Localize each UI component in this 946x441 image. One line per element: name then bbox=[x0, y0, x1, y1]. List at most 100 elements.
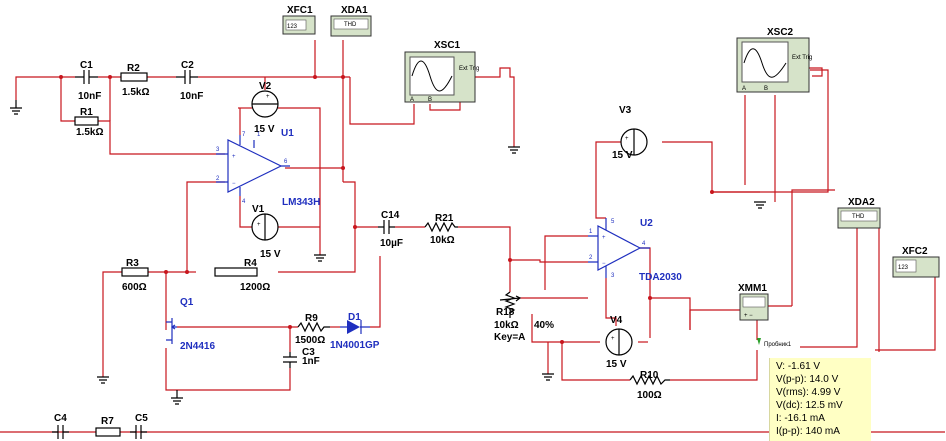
resistor-r2[interactable]: R2 1.5kΩ bbox=[120, 63, 149, 98]
c1-value: 10nF bbox=[78, 91, 101, 102]
r21-value: 10kΩ bbox=[430, 235, 455, 246]
probe-reading: V(dc): 12.5 mV bbox=[776, 400, 843, 411]
v2-value: 15 V bbox=[254, 124, 275, 135]
r1-ref: R1 bbox=[80, 107, 93, 118]
svg-text:+: + bbox=[602, 235, 606, 241]
r10-ref: R10 bbox=[640, 370, 659, 381]
r2-value: 1.5kΩ bbox=[122, 87, 149, 98]
c1-ref: C1 bbox=[80, 60, 93, 71]
r18-key: Key=A bbox=[494, 332, 525, 343]
r1-value: 1.5kΩ bbox=[76, 127, 103, 138]
svg-text:+: + bbox=[257, 222, 261, 228]
svg-text:7: 7 bbox=[242, 132, 246, 138]
frequency-counter-xfc2[interactable]: 123 XFC2 bbox=[892, 246, 940, 278]
c2-ref: C2 bbox=[181, 60, 194, 71]
svg-text:+ −: + − bbox=[744, 313, 753, 319]
r7-ref: R7 bbox=[101, 416, 114, 427]
multimeter-xmm1[interactable]: + − XMM1 bbox=[738, 283, 769, 321]
capacitor-c14[interactable]: C14 10µF bbox=[378, 210, 403, 249]
c14-ref: C14 bbox=[381, 210, 400, 221]
d1-part: 1N4001GP bbox=[330, 340, 380, 351]
v4-value: 15 V bbox=[606, 359, 627, 370]
junction-dots bbox=[59, 75, 714, 344]
resistor-r21[interactable]: R21 10kΩ bbox=[424, 213, 458, 246]
svg-text:4: 4 bbox=[642, 241, 646, 247]
ground-symbol bbox=[508, 146, 520, 154]
ground-symbols bbox=[10, 100, 766, 405]
resistor-r10[interactable]: R10 100Ω bbox=[629, 370, 670, 401]
voltage-source-v1[interactable]: + V1 15 V bbox=[251, 204, 281, 260]
c4-ref: C4 bbox=[54, 413, 67, 424]
u2-ref: U2 bbox=[640, 218, 653, 229]
r3-ref: R3 bbox=[126, 258, 139, 269]
diode-d1[interactable]: D1 1N4001GP bbox=[330, 312, 380, 351]
xfc2-display: 123 bbox=[898, 265, 909, 271]
distortion-analyzer-xda1[interactable]: THD XDA1 bbox=[330, 5, 372, 37]
r18-percent: 40% bbox=[534, 320, 554, 331]
q1-ref: Q1 bbox=[180, 297, 194, 308]
xda1-ref: XDA1 bbox=[341, 5, 368, 16]
capacitor-c1[interactable]: C1 10nF bbox=[75, 60, 101, 102]
distortion-analyzer-xda2[interactable]: THD XDA2 bbox=[837, 197, 881, 229]
v1-value: 15 V bbox=[260, 249, 281, 260]
oscilloscope-xsc2[interactable]: Ext Trig A B XSC2 bbox=[736, 27, 812, 93]
opamp-u1[interactable]: + − 3 2 7 4 1 6 U1 LM343H bbox=[216, 128, 320, 208]
capacitor-c4[interactable]: C4 bbox=[52, 413, 69, 439]
r18-value: 10kΩ bbox=[494, 320, 519, 331]
xsc2-ch-a: A bbox=[742, 86, 746, 92]
opamp-u2[interactable]: + − 1 2 3 4 5 U2 TDA2030 bbox=[588, 218, 682, 283]
xda1-face: THD bbox=[344, 22, 357, 28]
v1-ref: V1 bbox=[252, 204, 265, 215]
frequency-counter-xfc1[interactable]: 123 XFC1 bbox=[282, 5, 316, 35]
resistor-r4[interactable]: R4 1200Ω bbox=[214, 258, 270, 293]
r18-ref: R18 bbox=[496, 307, 515, 318]
xsc2-ext-trig: Ext Trig bbox=[792, 55, 812, 61]
ground-symbol bbox=[171, 390, 183, 405]
v4-ref: V4 bbox=[610, 315, 623, 326]
svg-text:−: − bbox=[232, 181, 236, 187]
resistor-r3[interactable]: R3 600Ω bbox=[121, 258, 149, 293]
svg-text:+: + bbox=[266, 94, 270, 100]
c3-ref: C3 bbox=[302, 347, 315, 358]
voltage-source-v2[interactable]: + V2 15 V bbox=[251, 81, 279, 135]
r9-ref: R9 bbox=[305, 313, 318, 324]
svg-text:1: 1 bbox=[257, 132, 261, 138]
probe-reading: I: -16.1 mA bbox=[776, 413, 825, 424]
capacitor-c2[interactable]: C2 10nF bbox=[176, 60, 203, 102]
voltage-source-v4[interactable]: + V4 15 V bbox=[605, 315, 633, 370]
probe-name: Пробник1 bbox=[764, 342, 792, 348]
ground-symbol bbox=[754, 201, 766, 209]
svg-text:2: 2 bbox=[216, 176, 220, 182]
resistor-r9[interactable]: R9 1500Ω bbox=[295, 313, 330, 346]
r3-value: 600Ω bbox=[122, 282, 147, 293]
svg-text:5: 5 bbox=[611, 219, 615, 225]
svg-text:+: + bbox=[625, 136, 629, 142]
u1-part: LM343H bbox=[282, 197, 320, 208]
xsc1-ref: XSC1 bbox=[434, 40, 461, 51]
c5-ref: C5 bbox=[135, 413, 148, 424]
r4-value: 1200Ω bbox=[240, 282, 270, 293]
xsc1-ch-a: A bbox=[410, 97, 414, 103]
resistor-r7[interactable]: R7 bbox=[95, 416, 121, 437]
c14-value: 10µF bbox=[380, 238, 403, 249]
r10-value: 100Ω bbox=[637, 390, 662, 401]
probe-marker-icon[interactable]: Пробник1 bbox=[757, 338, 792, 348]
oscilloscope-xsc1[interactable]: Ext Trig A B XSC1 bbox=[404, 40, 479, 103]
ground-symbol bbox=[542, 373, 554, 381]
capacitor-c5[interactable]: C5 bbox=[130, 413, 148, 439]
u1-ref: U1 bbox=[281, 128, 294, 139]
ground-symbol bbox=[10, 100, 22, 115]
wires bbox=[0, 40, 945, 433]
xsc1-ext-trig: Ext Trig bbox=[459, 66, 479, 72]
c3-value: 1nF bbox=[302, 356, 320, 367]
xsc1-ch-b: B bbox=[428, 97, 432, 103]
capacitor-c3[interactable]: C3 1nF bbox=[283, 347, 320, 368]
xda2-ref: XDA2 bbox=[848, 197, 875, 208]
potentiometer-r18[interactable]: R18 10kΩ Key=A 40% bbox=[494, 291, 554, 343]
svg-text:3: 3 bbox=[216, 147, 220, 153]
jfet-q1[interactable]: Q1 2N4416 bbox=[166, 297, 215, 352]
resistor-r1[interactable]: R1 1.5kΩ bbox=[74, 107, 103, 138]
xfc1-ref: XFC1 bbox=[287, 5, 313, 16]
voltage-source-v3[interactable]: + V3 15 V bbox=[612, 105, 648, 161]
